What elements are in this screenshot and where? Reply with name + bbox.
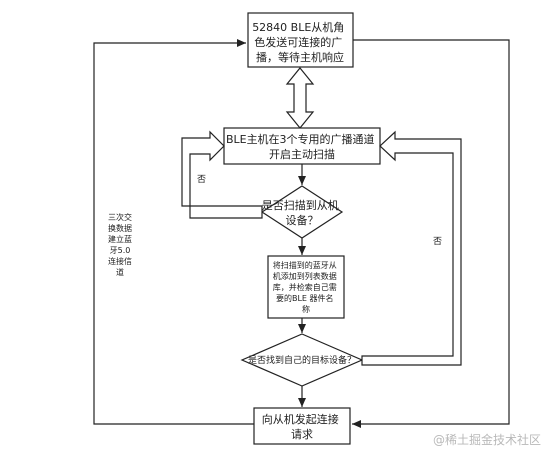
outer-loop-right-arrow	[352, 39, 510, 428]
side-note-line: 道	[116, 268, 124, 277]
connect-node	[253, 407, 351, 445]
edge-label-no-left: 否	[197, 175, 207, 185]
found-device-decision	[260, 185, 344, 239]
target-found-text: 是否找到自己的目标设备？	[248, 354, 356, 366]
no-loop-right-arrow	[361, 130, 462, 366]
edge-label-no-right: 否	[433, 237, 443, 247]
side-note-line: 换数据	[108, 224, 132, 233]
add-list-text: 将扫描到的蓝牙从 机添加到列表数据 库，并检索自己需 要的BLE 器件名 称	[273, 260, 340, 314]
add-list-node	[267, 255, 345, 319]
side-note-line: 牙5.0	[109, 246, 131, 255]
start-node	[247, 12, 354, 68]
outer-loop-left-arrow	[93, 39, 254, 425]
side-note-line: 建立蓝	[108, 235, 132, 244]
start-node-text: 52840 BLE从机角 色发送可连接的广 播，等待主机响应	[252, 20, 348, 64]
watermark: @稀土掘金技术社区	[433, 433, 542, 447]
scan-channels-text: BLE主机在3个专用的广播通道 开启主动扫描	[226, 132, 378, 161]
side-note: 三次交 换数据 建立蓝 牙5.0 连接信 道	[100, 212, 140, 278]
connect-text: 向从机发起连接 请求	[262, 412, 343, 441]
bidirectional-arrow	[285, 67, 315, 129]
scan-channels-node	[223, 127, 381, 165]
side-note-line: 连接信	[108, 257, 132, 266]
no-loop-left-arrow	[181, 130, 263, 219]
side-note-line: 三次交	[108, 213, 132, 222]
found-device-text: 是否扫描到从机 设备？	[262, 198, 343, 227]
